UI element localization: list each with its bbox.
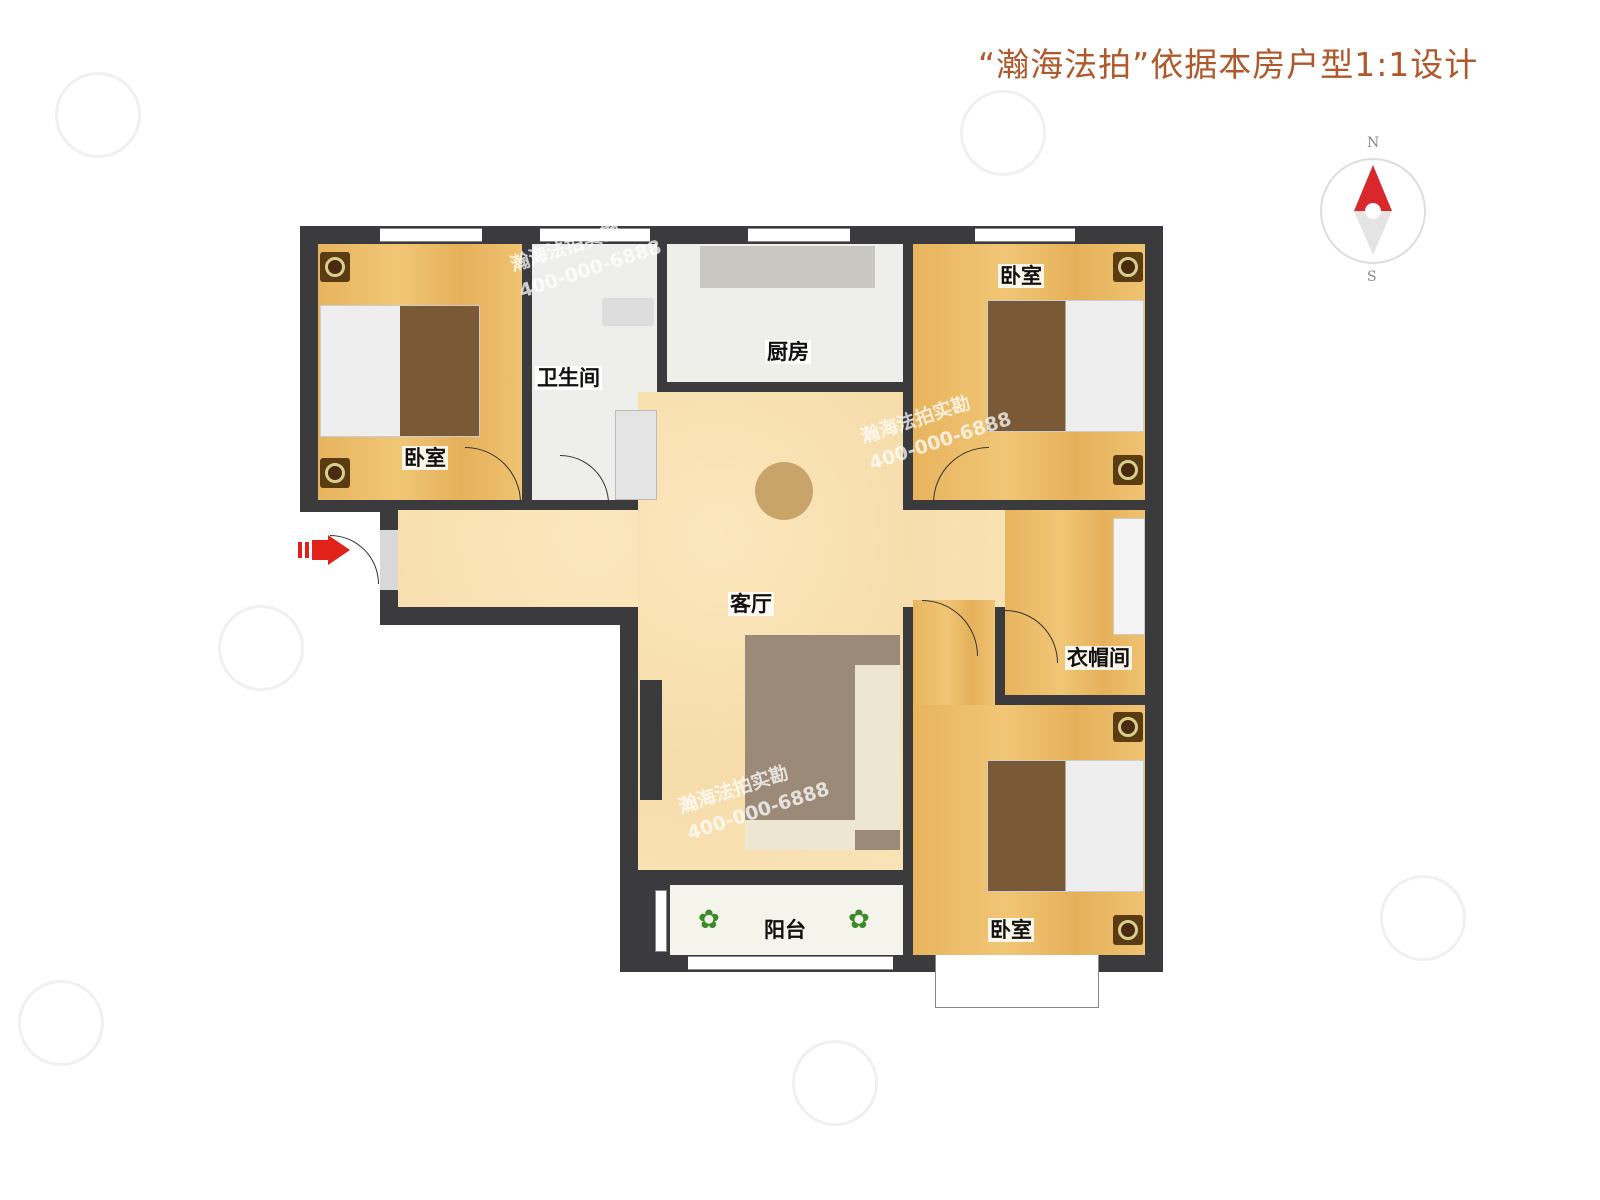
plant-icon: ✿ bbox=[848, 905, 870, 935]
label-balcony: 阳台 bbox=[764, 918, 806, 942]
watermark-seal bbox=[55, 72, 141, 158]
bathtub bbox=[615, 410, 657, 500]
watermark-seal bbox=[960, 90, 1046, 176]
entry-arrow-icon bbox=[298, 535, 350, 565]
compass-south-label: S bbox=[1367, 269, 1377, 285]
label-kitchen: 厨房 bbox=[765, 340, 811, 364]
watermark-seal bbox=[1380, 875, 1466, 961]
label-closet: 衣帽间 bbox=[1065, 646, 1132, 670]
dining-table bbox=[755, 462, 813, 520]
page-title: “瀚海法拍”依据本房户型1:1设计 bbox=[978, 45, 1479, 84]
bed bbox=[320, 305, 480, 437]
bed bbox=[987, 300, 1144, 432]
bed bbox=[987, 760, 1144, 892]
watermark-seal bbox=[18, 980, 104, 1066]
compass-north-label: N bbox=[1367, 135, 1380, 151]
plant-icon: ✿ bbox=[698, 905, 720, 935]
watermark-seal bbox=[792, 1040, 878, 1126]
label-living: 客厅 bbox=[728, 592, 774, 616]
entry-door bbox=[380, 530, 398, 590]
toilet bbox=[602, 298, 654, 326]
watermark-seal bbox=[218, 605, 304, 691]
label-bedroom-nw: 卧室 bbox=[402, 446, 448, 470]
label-bathroom: 卫生间 bbox=[535, 366, 602, 390]
compass: N S bbox=[1318, 135, 1428, 285]
kitchen-counter bbox=[700, 246, 875, 288]
room-balcony bbox=[670, 885, 903, 955]
compass-needle-icon bbox=[1354, 165, 1392, 255]
label-bedroom-ne: 卧室 bbox=[998, 264, 1044, 288]
label-bedroom-se: 卧室 bbox=[988, 918, 1034, 942]
